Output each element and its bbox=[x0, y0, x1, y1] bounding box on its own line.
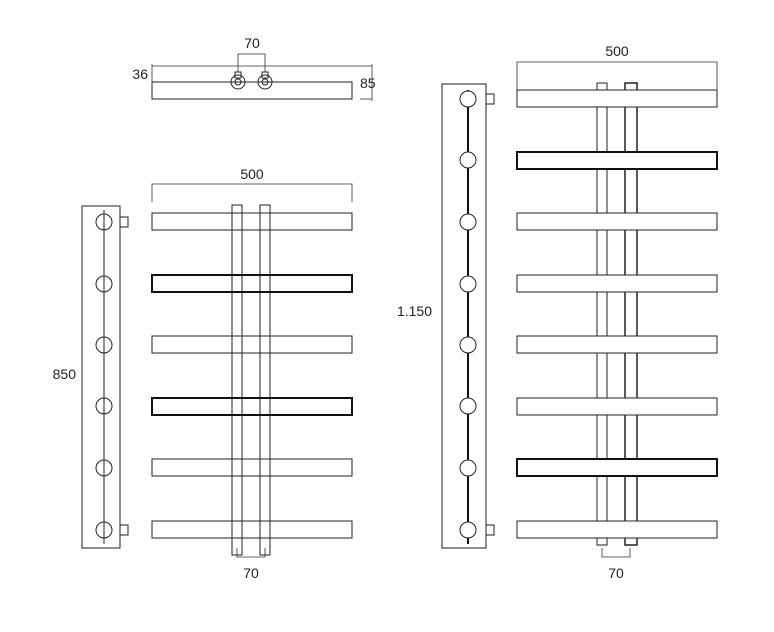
small-bar bbox=[151, 335, 353, 354]
small-side-node bbox=[95, 459, 113, 477]
small-side-panel bbox=[81, 205, 121, 549]
large-bar-bold bbox=[516, 151, 718, 170]
large-side-node bbox=[459, 336, 477, 354]
small-radiator-side-view: 850 bbox=[53, 205, 129, 549]
top-view: 70 36 85 bbox=[132, 35, 376, 101]
large-side-node bbox=[459, 397, 477, 415]
small-vertical-tube-right bbox=[259, 204, 271, 556]
large-vertical-tube-right bbox=[624, 82, 638, 546]
large-width-label: 500 bbox=[605, 43, 629, 59]
large-side-node bbox=[459, 459, 477, 477]
large-bar bbox=[516, 397, 718, 416]
small-side-node bbox=[95, 336, 113, 354]
small-side-node bbox=[95, 213, 113, 231]
small-bar bbox=[151, 212, 353, 231]
large-side-node bbox=[459, 151, 477, 169]
small-bottom-dimension bbox=[236, 548, 266, 558]
small-radiator-front-view: 500 70 bbox=[151, 166, 353, 581]
small-side-node bbox=[95, 521, 113, 539]
small-height-label: 850 bbox=[53, 366, 77, 382]
top-view-valve-right bbox=[257, 74, 273, 90]
top-view-valve-left-inner bbox=[234, 78, 242, 86]
large-bottom-label: 70 bbox=[608, 565, 624, 581]
top-view-width-label: 70 bbox=[244, 35, 260, 51]
small-bar-bold bbox=[151, 397, 353, 416]
large-bar-bold bbox=[516, 458, 718, 477]
small-vertical-tube-left bbox=[231, 204, 243, 556]
top-view-body bbox=[151, 81, 353, 100]
large-vertical-tube-left bbox=[596, 82, 608, 546]
large-bottom-dimension bbox=[601, 548, 631, 558]
small-side-bracket-bottom bbox=[119, 524, 129, 536]
top-view-width-dimension bbox=[237, 53, 266, 72]
top-view-valve-left bbox=[230, 74, 246, 90]
small-bottom-label: 70 bbox=[243, 565, 259, 581]
large-side-bracket-bottom bbox=[485, 524, 495, 536]
small-bar bbox=[151, 520, 353, 539]
large-bar bbox=[516, 520, 718, 539]
large-bar bbox=[516, 274, 718, 293]
large-bar bbox=[516, 335, 718, 354]
top-view-left-label: 36 bbox=[132, 66, 148, 82]
large-width-dimension bbox=[516, 61, 718, 90]
large-side-bracket-top bbox=[485, 93, 495, 105]
small-width-dimension bbox=[151, 183, 353, 202]
small-width-label: 500 bbox=[240, 166, 264, 182]
large-bar bbox=[516, 212, 718, 231]
large-side-node bbox=[459, 275, 477, 293]
large-height-label: 1.150 bbox=[397, 303, 432, 319]
small-bar-bold bbox=[151, 274, 353, 293]
large-side-node bbox=[459, 521, 477, 539]
large-side-node bbox=[459, 90, 477, 108]
large-radiator-front-view: 500 70 bbox=[516, 43, 718, 581]
large-radiator-side-view: 1.150 bbox=[397, 83, 495, 549]
large-bar bbox=[516, 89, 718, 108]
small-side-node bbox=[95, 275, 113, 293]
small-side-bracket-top bbox=[119, 216, 129, 228]
top-view-valve-right-inner bbox=[261, 78, 269, 86]
top-view-right-label: 85 bbox=[360, 75, 376, 91]
large-side-panel bbox=[441, 83, 487, 549]
small-bar bbox=[151, 458, 353, 477]
small-side-node bbox=[95, 397, 113, 415]
large-side-node bbox=[459, 213, 477, 231]
